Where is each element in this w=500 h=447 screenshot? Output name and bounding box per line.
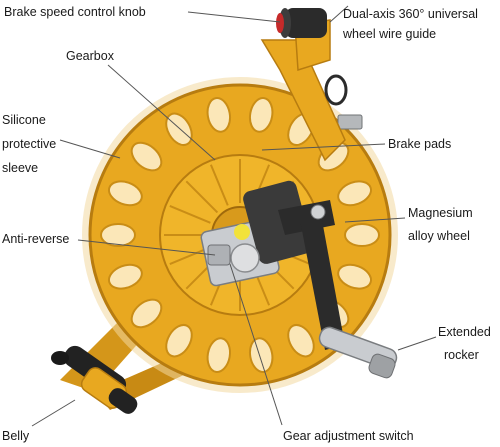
brake-knob (285, 8, 327, 38)
wheel-hole (248, 337, 274, 373)
label-extended-line2: rocker (444, 348, 479, 362)
wire-guide-arm (260, 8, 348, 162)
leader-lines (31, 5, 437, 427)
extended-rocker (278, 200, 398, 379)
wheel-hole (206, 97, 232, 133)
label-silicone-line3: sleeve (2, 161, 38, 175)
brake-knob-red-ring (276, 13, 284, 33)
wheel-hole (165, 323, 193, 358)
wheel-hole (107, 263, 143, 290)
wheel-hole (130, 298, 163, 329)
wire-guide-loop (324, 74, 348, 106)
wheel-hole (107, 180, 143, 207)
label-wire-guide-line1: Dual-axis 360° universal (343, 7, 478, 21)
label-gearbox: Gearbox (66, 49, 115, 63)
label-magnesium-line1: Magnesium (408, 206, 473, 220)
label-wire-guide-line2: wheel wire guide (342, 27, 436, 41)
wheel-hole (206, 337, 232, 373)
label-brake-pads: Brake pads (388, 137, 451, 151)
label-brake-knob: Brake speed control knob (4, 5, 146, 19)
wheel-hole (287, 323, 315, 358)
label-silicone-line1: Silicone (2, 113, 46, 127)
hub-rib (185, 180, 219, 214)
hub-rib (209, 164, 229, 206)
label-magnesium-line2: alloy wheel (408, 229, 470, 243)
wheel-hole (337, 180, 373, 207)
gearbox (200, 180, 313, 287)
label-anti-reverse: Anti-reverse (2, 232, 69, 246)
wheel-hole (344, 223, 380, 247)
belly-handle (51, 345, 138, 414)
label-silicone-line2: protective (2, 137, 56, 151)
label-group: Brake speed control knob Dual-axis 360° … (2, 5, 491, 443)
hub-rib (169, 204, 211, 224)
wheel-hole (100, 223, 136, 247)
wheel-hole (165, 112, 193, 147)
wheel-hole (337, 263, 373, 290)
wheel-hole (130, 141, 163, 172)
label-gear-switch: Gear adjustment switch (283, 429, 414, 443)
label-extended-line1: Extended (438, 325, 491, 339)
wheel-hole (248, 97, 274, 133)
brake-pads (337, 114, 363, 130)
label-belly: Belly (2, 429, 30, 443)
